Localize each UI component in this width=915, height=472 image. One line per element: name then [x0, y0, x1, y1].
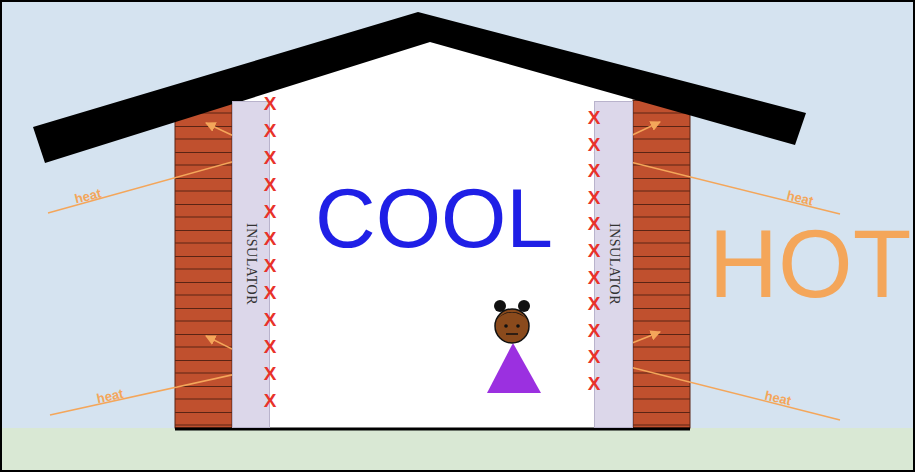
block-mark: X: [264, 283, 277, 302]
insulator-label: INSULATOR: [243, 223, 259, 305]
cool-label: COOL: [315, 176, 553, 260]
block-mark: X: [264, 337, 277, 356]
heat-label: heat: [785, 188, 814, 207]
block-mark: X: [264, 310, 277, 329]
ground: [0, 428, 915, 472]
block-mark: X: [588, 214, 601, 233]
block-mark: X: [588, 241, 601, 260]
block-mark: X: [588, 374, 601, 393]
girl-figure: [487, 300, 541, 393]
block-mark: X: [264, 391, 277, 410]
block-mark: X: [588, 161, 601, 180]
block-mark: X: [588, 294, 601, 313]
block-mark: X: [264, 148, 277, 167]
block-mark: X: [264, 202, 277, 221]
block-mark: X: [588, 134, 601, 153]
block-mark: X: [264, 229, 277, 248]
brick-wall: [633, 100, 690, 428]
block-mark: X: [264, 364, 277, 383]
hot-label: HOT: [709, 216, 912, 312]
block-mark: X: [264, 121, 277, 140]
block-mark: X: [264, 256, 277, 275]
insulator-label: INSULATOR: [606, 223, 622, 305]
heat-label: heat: [96, 387, 125, 405]
roof: [33, 12, 806, 163]
block-mark: X: [264, 94, 277, 113]
block-mark: X: [588, 320, 601, 339]
block-mark: X: [588, 108, 601, 127]
heat-label: heat: [764, 389, 793, 408]
heat-label: heat: [73, 186, 102, 205]
block-mark: X: [264, 175, 277, 194]
block-mark: X: [588, 187, 601, 206]
block-mark: X: [588, 267, 601, 286]
block-mark: X: [588, 347, 601, 366]
house-interior: [175, 42, 690, 428]
brick-wall: [175, 100, 232, 428]
